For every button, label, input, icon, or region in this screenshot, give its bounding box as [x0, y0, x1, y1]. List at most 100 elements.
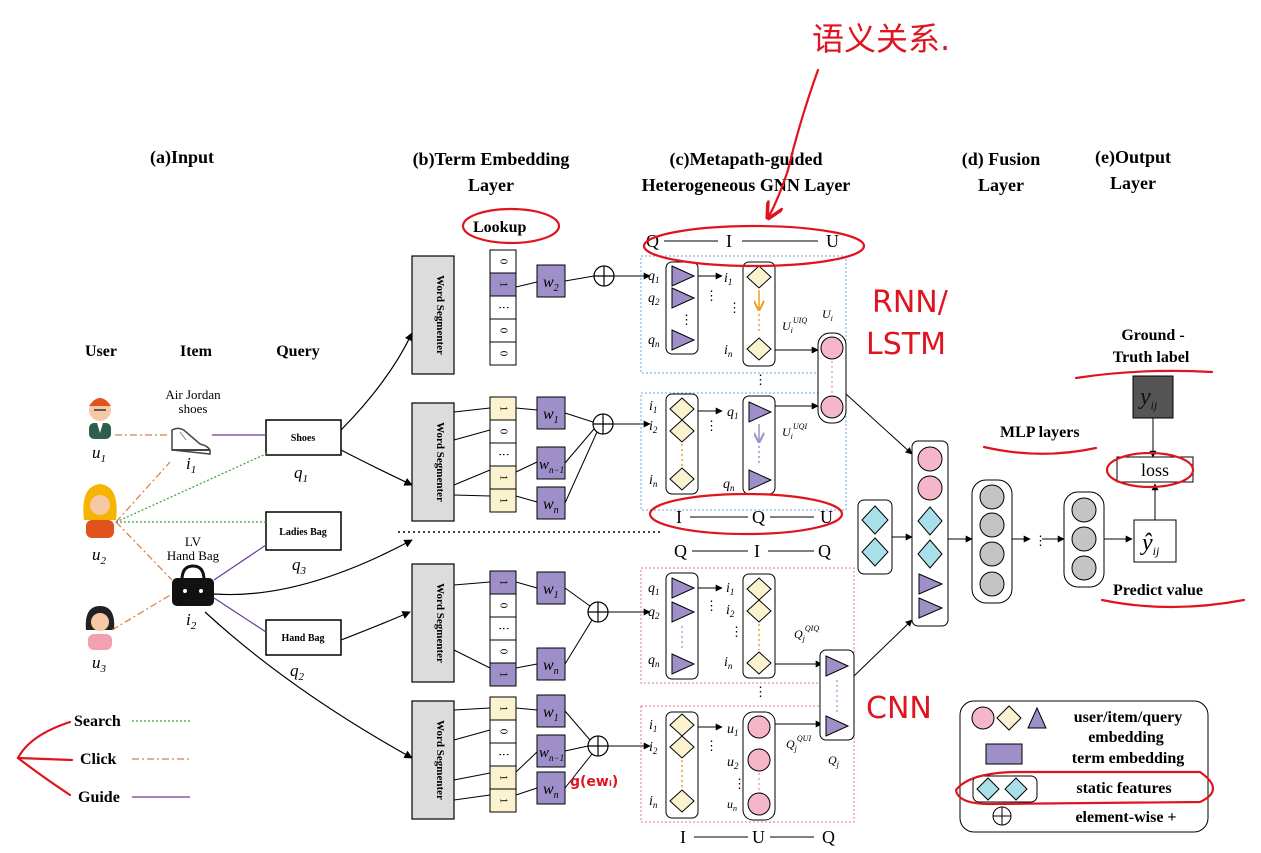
svg-text:U: U [752, 827, 765, 847]
onehot-cell-value: 1 [497, 672, 509, 678]
item-i2-name-2: Hand Bag [167, 548, 220, 563]
onehot-cell-value: 0 [497, 429, 509, 435]
onehot-cell-value: 0 [497, 603, 509, 609]
onehot-cell-value: 1 [497, 475, 509, 481]
onehot-cell-value: ⋮ [497, 449, 509, 460]
onehot-vector-3: 1 0 ⋮ 0 1 [489, 570, 517, 687]
metapath-qiq: Q I Q [674, 541, 831, 561]
user-u2-label: u2 [92, 545, 107, 567]
gnn-b-u-uqi: UiUQI [782, 422, 807, 441]
elementwise-plus-3 [587, 601, 609, 623]
item-i1-name-2: shoes [179, 401, 208, 416]
gnn-c-item-stack [742, 573, 776, 679]
mlp-dots: ⋮ [1034, 533, 1047, 548]
item-i2-name-1: LV [185, 534, 202, 549]
rnn-annotation-2: LSTM [866, 327, 946, 362]
section-title-input: (a)Input [150, 147, 214, 168]
mlp-label: MLP layers [1000, 424, 1080, 441]
item-i2-label: i2 [186, 610, 197, 632]
word-embedding-c-w1: w1 [536, 571, 566, 605]
svg-text:U: U [826, 231, 839, 251]
section-title-fusion-2: Layer [978, 175, 1024, 195]
query-q2-label: q2 [290, 661, 305, 683]
gnn-c-q2: q2 [648, 605, 660, 621]
onehot-cell-value: 1 [497, 282, 509, 288]
gnn-b-i1: i1 [649, 399, 657, 415]
plus-edges [564, 272, 651, 789]
onehot-cell [489, 341, 517, 366]
legend-term: term embedding [1072, 750, 1184, 767]
gnn-c-dots2: ⋮ [730, 624, 743, 639]
rnn-annotation-1: RNN/ [872, 285, 949, 320]
gnn-d-item-stack [665, 711, 699, 819]
gnn-ab-dots: ⋮ [754, 372, 767, 387]
chinese-annotation: 语义关系. [812, 20, 950, 58]
gnn-d-in: in [649, 794, 658, 810]
onehot-cell-value: 1 [497, 498, 509, 504]
onehot-cell [489, 488, 517, 513]
col-item: Item [180, 343, 213, 360]
onehot-cell-value: 0 [497, 649, 509, 655]
col-query: Query [276, 343, 320, 360]
query-q3-text: Ladies Bag [279, 527, 327, 538]
svg-text:U: U [820, 507, 833, 527]
gnn-c-dots: ⋮ [705, 598, 718, 613]
handwritten-annotations [16, 68, 1246, 806]
user-aggregate-stack [817, 332, 847, 424]
cnn-annotation: CNN [866, 691, 932, 726]
g-annotation: g(ewᵢ) [570, 774, 618, 790]
svg-text:Word Segmenter: Word Segmenter [434, 583, 446, 663]
legend-search-label: Search [74, 713, 121, 730]
word-segmenter-2: Word Segmenter [411, 402, 455, 522]
legend-elementwise: element-wise + [1075, 809, 1176, 826]
handbag-icon [172, 564, 214, 606]
word-embedding-d-wn-1: wn−1 [536, 734, 566, 768]
gnn-b-qn: qn [723, 477, 735, 493]
legend-guide-label: Guide [78, 789, 120, 806]
metapath-iuq: I U Q [680, 827, 835, 847]
word-embedding-d-w1: w1 [536, 694, 566, 728]
onehot-cell-value: 0 [497, 328, 509, 334]
query-to-segmenter-edges [204, 332, 413, 759]
onehot-cell-value: ⋮ [497, 623, 509, 634]
onehot-cell-value: 0 [497, 351, 509, 357]
ground-truth-label-2: Truth label [1113, 349, 1190, 366]
word-segmenter-3: Word Segmenter [411, 563, 455, 683]
gnn-b-query-stack [742, 395, 776, 495]
svg-text:I: I [726, 231, 732, 251]
onehot-cell-value: 1 [497, 706, 509, 712]
gnn-d-q-qui: QjQUI [786, 734, 811, 753]
gnn-group-user-b [640, 392, 847, 511]
gnn-cd-dots: ⋮ [754, 684, 767, 699]
onehot-cell [489, 788, 517, 813]
gnn-qj: Qj [828, 753, 840, 769]
elementwise-plus-4 [587, 735, 609, 757]
gnn-b-item-stack [665, 393, 699, 495]
gnn-c-in: in [724, 655, 733, 671]
legend-click-label: Click [80, 751, 117, 768]
item-i1-name-1: Air Jordan [165, 387, 221, 402]
section-title-output-2: Layer [1110, 173, 1156, 193]
legend-static: static features [1076, 780, 1171, 797]
gnn-c-q-qiq: QjQIQ [794, 624, 819, 643]
gnn-d-dots: ⋮ [705, 738, 718, 753]
section-title-gnn-2: Heterogeneous GNN Layer [642, 175, 851, 195]
onehot-cell-value: ⋮ [497, 302, 509, 313]
onehot-cell-value: 1 [497, 775, 509, 781]
static-features-stack [857, 499, 893, 575]
gnn-a-i1: i1 [724, 271, 732, 287]
svg-text:Q: Q [752, 507, 765, 527]
svg-text:Word Segmenter: Word Segmenter [434, 720, 446, 800]
elementwise-plus-2 [592, 413, 614, 435]
query-aggregate-stack [819, 649, 855, 741]
gnn-c-query-stack [665, 572, 699, 680]
svg-text:I: I [754, 541, 760, 561]
onehot-cell [489, 662, 517, 687]
onehot-cell-value: 0 [497, 729, 509, 735]
query-q3-box [265, 511, 342, 551]
segmenter-fanout [453, 407, 491, 801]
onehot-cell-value: ⋮ [497, 749, 509, 760]
onehot-cell-value: 1 [497, 580, 509, 586]
onehot-vector-2: 10⋮11 [489, 396, 517, 513]
